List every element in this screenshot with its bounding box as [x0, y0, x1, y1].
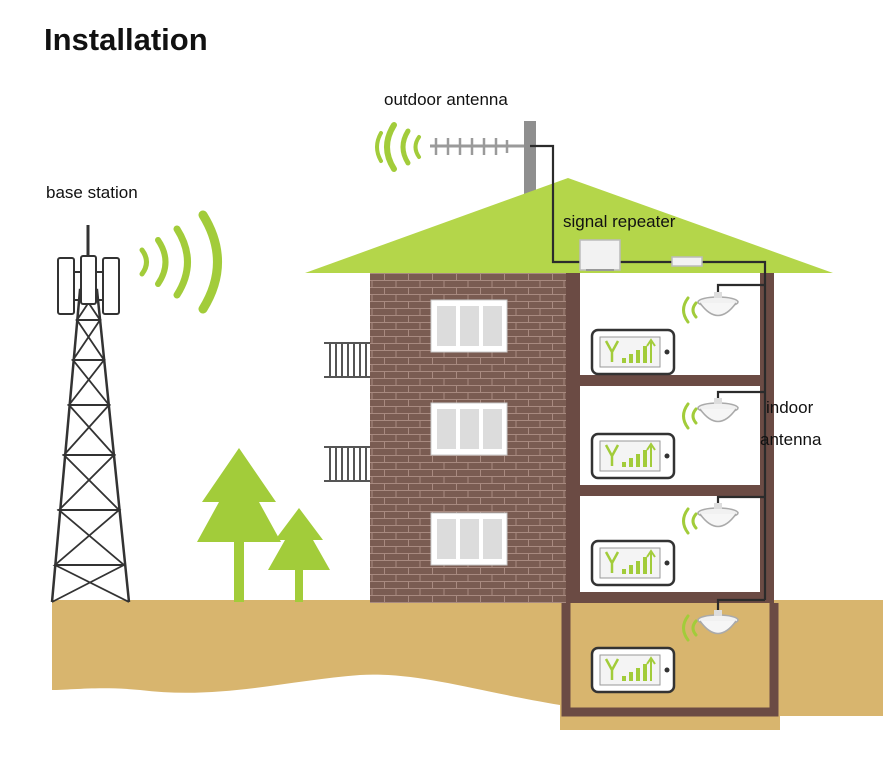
phone-signal-icon [590, 328, 676, 376]
balcony [324, 342, 370, 378]
building-frame [566, 273, 774, 603]
roof [305, 178, 833, 273]
antenna-mast [524, 121, 536, 196]
tree-small [268, 508, 330, 602]
window [430, 299, 508, 353]
page-title: Installation [44, 22, 208, 57]
yagi-antenna-icon [430, 138, 524, 155]
signal-repeater-label: signal repeater [563, 212, 676, 231]
indoor-antenna-label-line1: indoor [766, 398, 814, 417]
window [430, 402, 508, 456]
tree-large [197, 448, 281, 602]
base-station-panel-antennas [57, 255, 120, 315]
signal-wave-icon [682, 507, 698, 535]
ceiling-antenna-icon [697, 292, 739, 317]
ceiling-antenna-icon [697, 503, 739, 528]
signal-wave-icon [682, 402, 698, 430]
power-splitter [671, 256, 703, 267]
repeater-box-icon [579, 239, 621, 271]
ceiling-antenna-icon [697, 610, 739, 635]
signal-wave-icon [139, 210, 222, 314]
basement-frame [561, 603, 779, 717]
ceiling-antenna-icon [697, 398, 739, 423]
ground [52, 600, 883, 730]
signal-wave-icon [682, 614, 698, 642]
balcony [324, 446, 370, 482]
coax-cable [530, 144, 767, 612]
indoor-antenna-label-line2: antenna [760, 430, 822, 449]
outdoor-antenna-label: outdoor antenna [384, 90, 508, 109]
phone-signal-icon [590, 432, 676, 480]
phone-signal-icon [590, 646, 676, 694]
phone-signal-icon [590, 539, 676, 587]
signal-wave-icon [375, 122, 421, 172]
signal-wave-icon [682, 296, 698, 324]
base-station-label: base station [46, 183, 138, 202]
window [430, 512, 508, 566]
